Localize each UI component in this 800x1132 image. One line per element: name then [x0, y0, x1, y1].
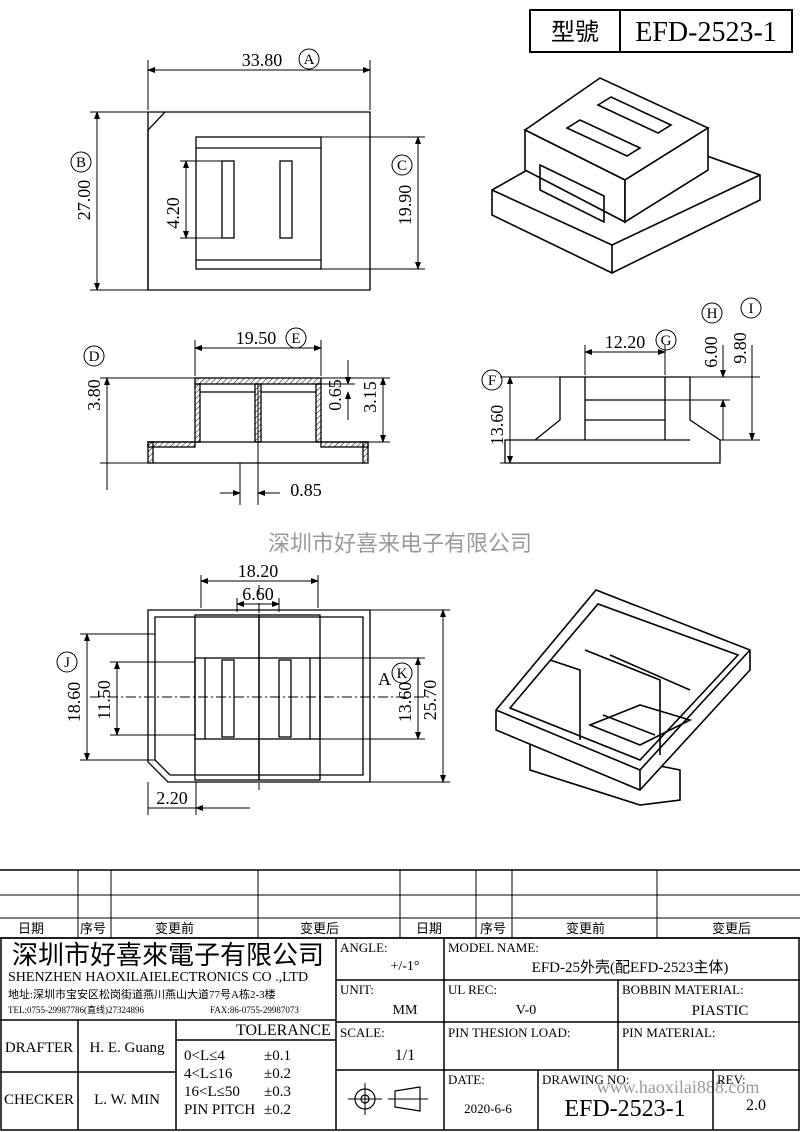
unit-value: MM: [393, 1003, 418, 1018]
revision-table: [0, 869, 800, 939]
dim-bottom-w1: 18.20: [238, 561, 279, 581]
dim-side-width: 12.20: [605, 332, 646, 352]
dim-front-h1: 3.80: [84, 379, 104, 411]
ul-rec-label: UL REC:: [448, 982, 497, 997]
header-box: 型號 EFD-2523-1: [529, 9, 793, 53]
unit-label: UNIT:: [340, 982, 374, 997]
tolerance-value-3: ±0.3: [264, 1084, 291, 1100]
dim-front-h3: 3.15: [360, 381, 380, 413]
rev-label: REV:: [717, 1072, 746, 1087]
watermark-url: www.haoxilai888.com: [597, 1077, 760, 1097]
tolerance-range-1: 0<L≤4: [184, 1048, 225, 1064]
rev-col-before-1: 变更前: [155, 921, 194, 936]
scale-label: SCALE:: [340, 1025, 385, 1040]
ref-label-c: C: [397, 158, 407, 174]
dim-side-h1: 6.00: [701, 336, 721, 368]
ref-label-j: J: [64, 655, 70, 671]
angle-value: +/-1°: [390, 959, 419, 974]
dim-front-h2: 0.65: [325, 379, 345, 411]
dim-front-w2: 0.85: [290, 480, 322, 500]
dim-bottom-h3: 13.60: [395, 682, 415, 723]
rev-col-before-2: 变更前: [566, 921, 605, 936]
isometric-bottom-view: [495, 589, 751, 806]
tolerance-value-2: ±0.2: [264, 1066, 291, 1082]
company-fax: FAX:86-0755-29987073: [210, 1005, 299, 1015]
ref-label-g: G: [661, 333, 672, 349]
dim-bottom-h2: 11.50: [94, 680, 114, 720]
title-block: [0, 937, 800, 1131]
dim-top-slot: 4.20: [163, 197, 183, 229]
pin-tension-label: PIN THESION LOAD:: [448, 1025, 571, 1040]
ref-label-i: I: [749, 301, 754, 317]
dim-bottom-h4: 25.70: [420, 680, 440, 721]
rev-col-date-1: 日期: [18, 921, 44, 936]
angle-label: ANGLE:: [340, 940, 388, 955]
ref-label-e: E: [291, 331, 300, 347]
drafter-label: DRAFTER: [5, 1040, 73, 1056]
scale-value: 1/1: [395, 1047, 415, 1064]
rev-col-after-1: 变更后: [300, 921, 339, 936]
front-view: [100, 340, 390, 505]
drawing-no-value: EFD-2523-1: [564, 1096, 685, 1122]
dim-front-width: 19.50: [236, 328, 277, 348]
rev-col-after-2: 变更后: [712, 921, 751, 936]
dim-top-width: 33.80: [242, 50, 283, 70]
ref-label-f: F: [488, 373, 496, 389]
dim-bottom-h1: 18.60: [64, 682, 84, 723]
side-view: [500, 345, 760, 464]
dim-side-h2: 9.80: [730, 332, 750, 364]
model-number: EFD-2523-1: [635, 17, 777, 48]
tolerance-value-4: ±0.2: [264, 1102, 291, 1118]
rev-col-seq-2: 序号: [480, 921, 506, 936]
isometric-top-view: [491, 77, 761, 274]
type-label: 型號: [551, 19, 599, 46]
ref-label-a: A: [304, 52, 315, 68]
dim-bottom-w2: 6.60: [242, 584, 274, 604]
rev-col-date-2: 日期: [416, 921, 442, 936]
ref-label-d: D: [89, 349, 100, 365]
bobbin-material-label: BOBBIN MATERIAL:: [622, 982, 744, 997]
drafter-value: H. E. Guang: [90, 1040, 165, 1056]
date-label: DATE:: [448, 1072, 485, 1087]
reference-labels: [56, 48, 762, 684]
dim-bottom-w3: 2.20: [156, 788, 188, 808]
tolerance-value-1: ±0.1: [264, 1048, 291, 1064]
dim-side-h3: 13.60: [487, 405, 507, 446]
ref-label-k: K: [397, 666, 408, 682]
pin-material-label: PIN MATERIAL:: [622, 1025, 716, 1040]
tolerance-range-4: PIN PITCH: [184, 1102, 255, 1118]
ref-label-h: H: [707, 306, 718, 322]
ul-rec-value: V-0: [516, 1003, 537, 1018]
company-name-en: SHENZHEN HAOXILAIELECTRONICS CO .,LTD: [8, 970, 308, 985]
top-view: [90, 60, 425, 291]
section-mark: A: [378, 669, 391, 689]
dim-top-height: 27.00: [74, 180, 94, 221]
model-name-label: MODEL NAME:: [448, 940, 539, 955]
checker-value: L. W. MIN: [94, 1092, 160, 1108]
company-name-cn: 深圳市好喜來電子有限公司: [12, 941, 324, 970]
watermark-text: 深圳市好喜来电子有限公司: [268, 532, 532, 557]
rev-col-seq-1: 序号: [80, 921, 106, 936]
date-value: 2020-6-6: [464, 1101, 512, 1116]
tolerance-range-3: 16<L≤50: [184, 1084, 240, 1100]
checker-label: CHECKER: [4, 1092, 74, 1108]
dim-top-inner: 19.90: [395, 185, 415, 226]
rev-value: 2.0: [746, 1097, 766, 1114]
model-name-value: EFD-25外壳(配EFD-2523主体): [532, 959, 729, 976]
bobbin-material-value: PIASTIC: [692, 1003, 749, 1019]
tolerance-range-2: 4<L≤16: [184, 1066, 233, 1082]
tolerance-label: TOLERANCE: [236, 1022, 331, 1039]
ref-label-b: B: [76, 155, 86, 171]
company-address: 地址:深圳市宝安区松岗街道燕川燕山大道77号A栋2-3楼: [8, 987, 276, 1001]
drawing-no-label: DRAWING NO:: [542, 1072, 629, 1087]
bottom-view: [80, 575, 450, 815]
company-tel: TEL:0755-29987786(直线)27324896: [8, 1004, 144, 1015]
